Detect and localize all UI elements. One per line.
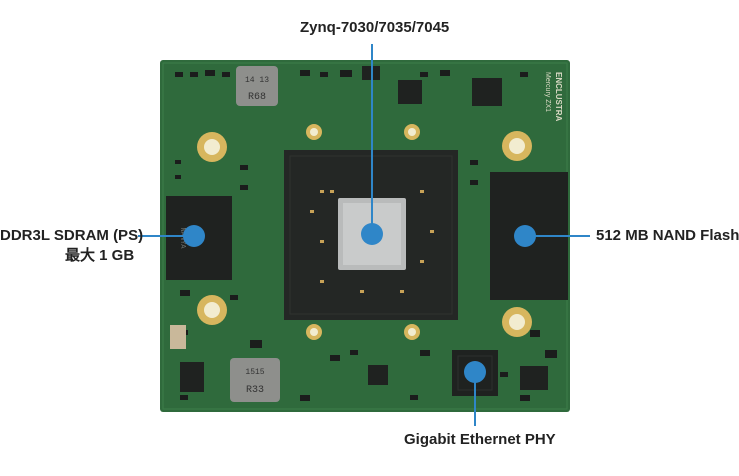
board-model: Mercury ZX1 bbox=[544, 72, 551, 112]
inductor-top-label: R68 bbox=[248, 92, 266, 103]
chip-small bbox=[398, 80, 422, 104]
connector-pad bbox=[170, 325, 186, 349]
chip-small bbox=[472, 78, 502, 106]
nand-pointer-dot bbox=[514, 225, 536, 247]
soc-label: Zynq-7030/7035/7045 bbox=[300, 19, 450, 36]
ddr-label: DDR3L SDRAM (PS) bbox=[0, 227, 144, 244]
inductor-bottom-code: 1515 bbox=[245, 368, 264, 377]
phy-label: Gigabit Ethernet PHY bbox=[404, 431, 556, 448]
chip-small bbox=[368, 365, 388, 385]
soc-pointer-dot bbox=[361, 223, 383, 245]
callout-pointers bbox=[138, 44, 590, 426]
chip-small bbox=[520, 366, 548, 390]
inductor-top-code: 14 13 bbox=[245, 76, 269, 85]
ddr-capacity-label: 最大 1 GB bbox=[65, 247, 135, 264]
ddr-pointer-dot bbox=[183, 225, 205, 247]
phy-pointer-dot bbox=[464, 361, 486, 383]
board-brand: ENCLUSTRA bbox=[554, 72, 563, 122]
inductor-bottom bbox=[230, 358, 280, 402]
soc-capacitors bbox=[310, 190, 434, 293]
inductor-bottom-label: R33 bbox=[246, 385, 264, 396]
svg-text:NANYA: NANYA bbox=[178, 227, 186, 249]
small-components bbox=[175, 70, 557, 401]
nand-label: 512 MB NAND Flash bbox=[596, 227, 739, 244]
inductor-top bbox=[236, 66, 278, 106]
mounting-holes bbox=[197, 124, 532, 340]
chip-small bbox=[180, 362, 204, 392]
